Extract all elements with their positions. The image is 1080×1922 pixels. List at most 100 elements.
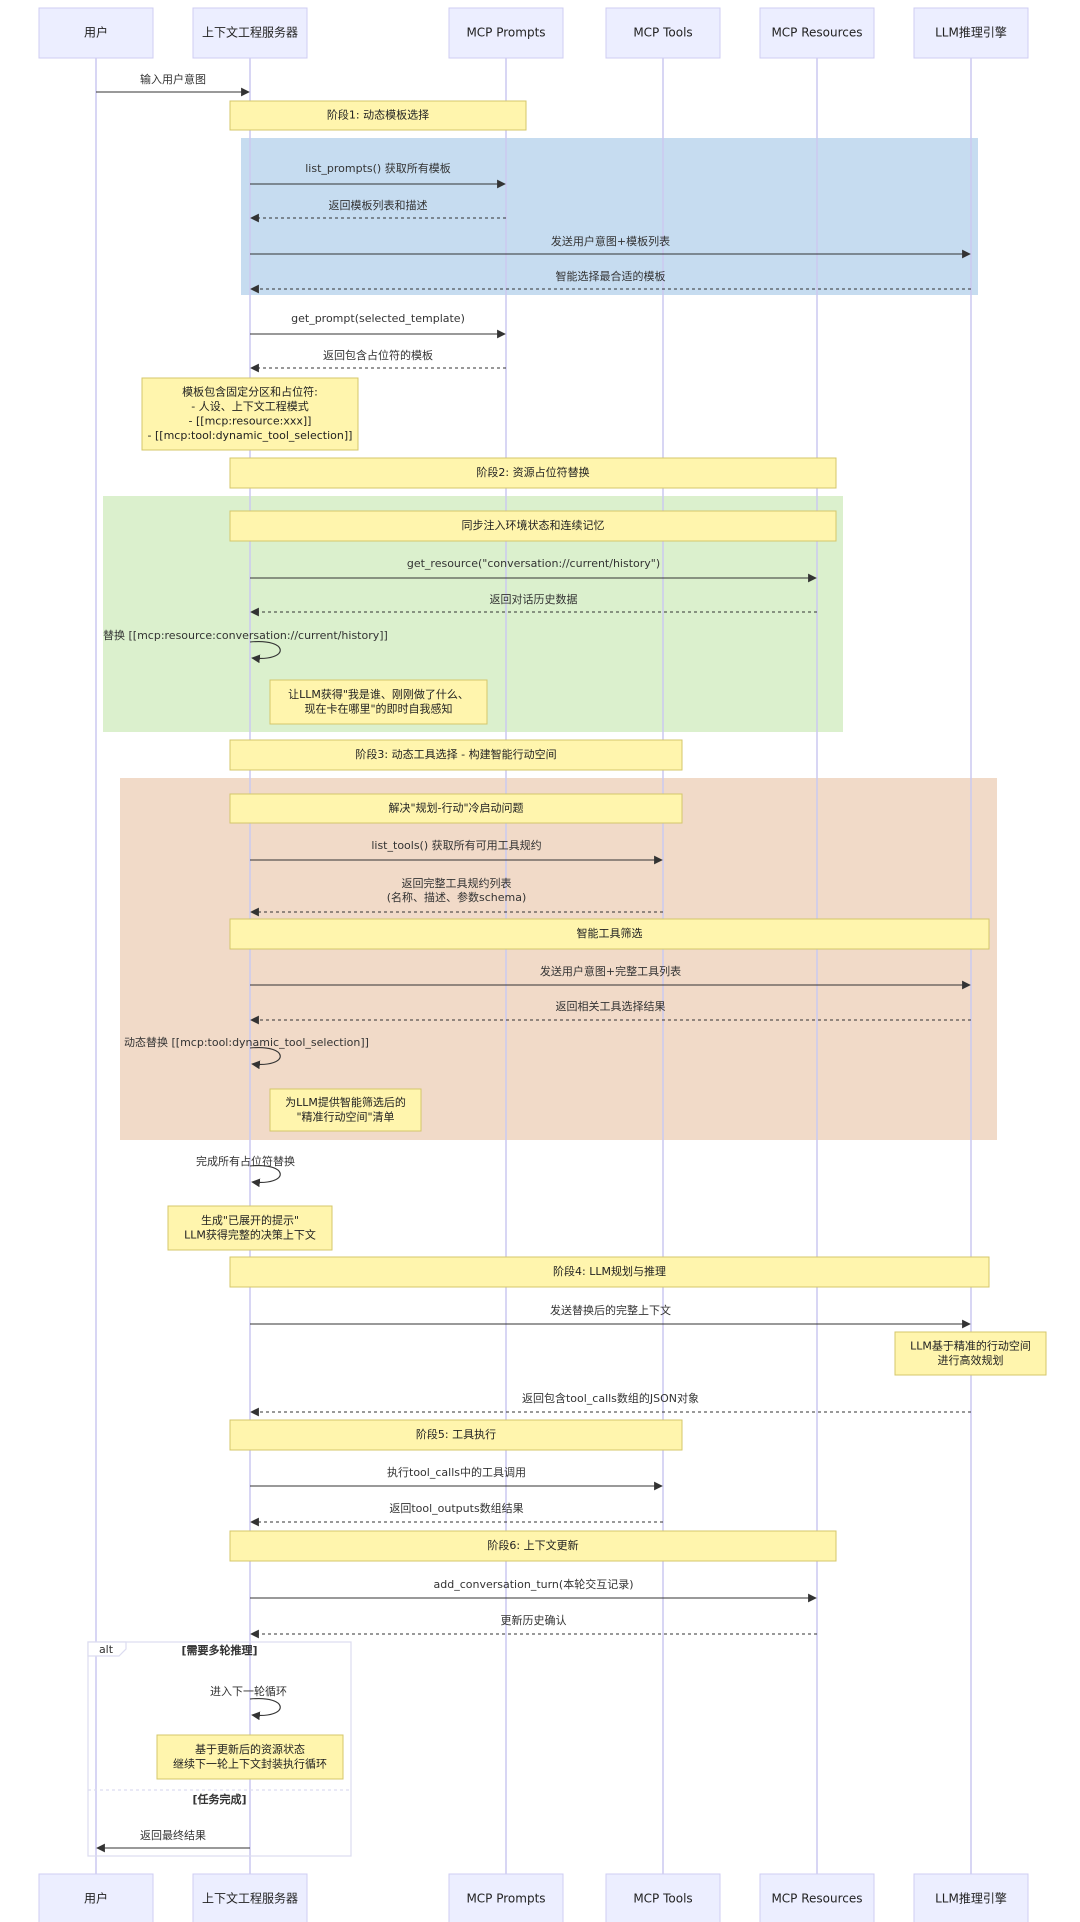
note-box xyxy=(229,510,837,542)
participant-label: 上下文工程服务器 xyxy=(202,25,298,40)
message-label: 返回模板列表和描述 xyxy=(329,198,428,212)
note-box xyxy=(229,1256,990,1288)
message-label: 发送替换后的完整上下文 xyxy=(550,1303,671,1317)
note-n9: 为LLM提供智能筛选后的"精准行动空间"清单 xyxy=(269,1088,422,1132)
note-n7: 解决"规划-行动"冷启动问题 xyxy=(229,793,683,824)
note-line-1: 让LLM获得"我是谁、刚刚做了什么、 xyxy=(288,687,469,701)
participant-box xyxy=(605,1873,721,1922)
participant-resources-bottom: MCP Resources xyxy=(759,1873,875,1922)
message-m2: list_prompts() 获取所有模板 xyxy=(250,161,506,189)
message-m8: get_resource("conversation://current/his… xyxy=(250,557,817,583)
message-m1: 输入用户意图 xyxy=(96,72,250,97)
message-label: 返回对话历史数据 xyxy=(490,592,578,606)
message-label: list_tools() 获取所有可用工具规约 xyxy=(371,838,541,852)
note-box xyxy=(269,1088,422,1132)
participant-user-top: 用户 xyxy=(38,7,154,59)
note-line-1: 阶段3: 动态工具选择 - 构建智能行动空间 xyxy=(355,747,556,761)
message-label-2: (名称、描述、参数schema) xyxy=(387,890,527,904)
participant-prompts-top: MCP Prompts xyxy=(448,7,564,59)
note-box xyxy=(229,918,990,950)
message-label: get_resource("conversation://current/his… xyxy=(407,557,660,570)
note-n8: 智能工具筛选 xyxy=(229,918,990,950)
message-m10: list_tools() 获取所有可用工具规约 xyxy=(250,838,663,865)
participant-label: MCP Resources xyxy=(771,26,862,40)
participant-llm-top: LLM推理引擎 xyxy=(913,7,1029,59)
self-message-s1: 替换 [[mcp:resource:conversation://current… xyxy=(103,628,388,664)
note-line-1: 模板包含固定分区和占位符: xyxy=(182,384,318,398)
note-line-1: LLM基于精准的行动空间 xyxy=(910,1338,1031,1352)
self-message-label: 进入下一轮循环 xyxy=(210,1684,287,1698)
note-line-1: 阶段6: 上下文更新 xyxy=(487,1538,578,1552)
participant-label: LLM推理引擎 xyxy=(935,1891,1007,1906)
note-line-2: 进行高效规划 xyxy=(938,1353,1004,1367)
message-label: 返回最终结果 xyxy=(140,1828,206,1842)
self-message-s4: 进入下一轮循环 xyxy=(210,1684,287,1721)
highlight-region-1 xyxy=(241,138,978,295)
message-label: 发送用户意图+模板列表 xyxy=(551,234,670,248)
message-label: 返回包含占位符的模板 xyxy=(323,348,433,362)
participant-label: 用户 xyxy=(84,25,108,40)
message-m12: 发送用户意图+完整工具列表 xyxy=(250,964,971,990)
note-n10: 生成"已展开的提示"LLM获得完整的决策上下文 xyxy=(167,1205,333,1251)
message-m14: 发送替换后的完整上下文 xyxy=(250,1303,971,1329)
message-m19: 更新历史确认 xyxy=(250,1613,817,1639)
participant-box xyxy=(759,1873,875,1922)
message-m4: 发送用户意图+模板列表 xyxy=(250,234,971,259)
message-m3: 返回模板列表和描述 xyxy=(250,198,506,223)
participant-box xyxy=(38,1873,154,1922)
note-box xyxy=(229,457,837,489)
note-n13: 阶段5: 工具执行 xyxy=(229,1419,683,1451)
note-n14: 阶段6: 上下文更新 xyxy=(229,1530,837,1562)
alt-guard-2: [任务完成] xyxy=(192,1792,246,1806)
note-line-1: 同步注入环境状态和连续记忆 xyxy=(462,518,605,532)
note-n5: 让LLM获得"我是谁、刚刚做了什么、现在卡在哪里"的即时自我感知 xyxy=(269,679,488,725)
note-line-1: 阶段5: 工具执行 xyxy=(416,1427,496,1441)
note-line-2: - 人设、上下文工程模式 xyxy=(191,399,308,413)
participant-label: MCP Resources xyxy=(771,1892,862,1906)
participant-box xyxy=(759,7,875,59)
note-box xyxy=(156,1734,344,1780)
self-arrow xyxy=(249,1165,281,1188)
participant-server-top: 上下文工程服务器 xyxy=(192,7,308,59)
note-line-2: 现在卡在哪里"的即时自我感知 xyxy=(304,701,452,715)
participant-label: LLM推理引擎 xyxy=(935,25,1007,40)
participant-user-bottom: 用户 xyxy=(38,1873,154,1922)
note-box xyxy=(229,100,527,131)
participant-box xyxy=(448,7,564,59)
message-label: 发送用户意图+完整工具列表 xyxy=(540,964,681,978)
participant-label: 上下文工程服务器 xyxy=(202,1891,298,1906)
participant-label: 用户 xyxy=(84,1891,108,1906)
note-line-1: 智能工具筛选 xyxy=(577,926,643,940)
note-line-1: 阶段1: 动态模板选择 xyxy=(327,108,429,122)
message-m9: 返回对话历史数据 xyxy=(250,592,817,617)
participant-box xyxy=(448,1873,564,1922)
note-n1: 阶段1: 动态模板选择 xyxy=(229,100,527,131)
note-box xyxy=(894,1331,1047,1376)
participant-label: MCP Prompts xyxy=(466,1892,545,1906)
self-message-label: 动态替换 [[mcp:tool:dynamic_tool_selection]] xyxy=(124,1035,369,1049)
message-m13: 返回相关工具选择结果 xyxy=(250,999,971,1025)
message-m20: 返回最终结果 xyxy=(96,1828,250,1853)
alt-tag-label: alt xyxy=(99,1643,114,1656)
message-m18: add_conversation_turn(本轮交互记录) xyxy=(250,1577,817,1603)
message-label: list_prompts() 获取所有模板 xyxy=(305,161,450,175)
self-message-label: 完成所有占位符替换 xyxy=(196,1154,295,1168)
note-n3: 阶段2: 资源占位符替换 xyxy=(229,457,837,489)
note-line-2: LLM获得完整的决策上下文 xyxy=(184,1227,316,1241)
participant-llm-bottom: LLM推理引擎 xyxy=(913,1873,1029,1922)
note-n4: 同步注入环境状态和连续记忆 xyxy=(229,510,837,542)
highlight-region-3 xyxy=(120,778,997,1140)
note-n2: 模板包含固定分区和占位符:- 人设、上下文工程模式- [[mcp:resourc… xyxy=(141,377,359,451)
note-line-1: 生成"已展开的提示" xyxy=(201,1213,299,1227)
participant-server-bottom: 上下文工程服务器 xyxy=(192,1873,308,1922)
message-label: 智能选择最合适的模板 xyxy=(556,269,666,283)
participant-tools-bottom: MCP Tools xyxy=(605,1873,721,1922)
participant-box xyxy=(38,7,154,59)
note-box xyxy=(229,1530,837,1562)
message-label: add_conversation_turn(本轮交互记录) xyxy=(434,1577,634,1591)
message-label: 执行tool_calls中的工具调用 xyxy=(387,1465,526,1479)
